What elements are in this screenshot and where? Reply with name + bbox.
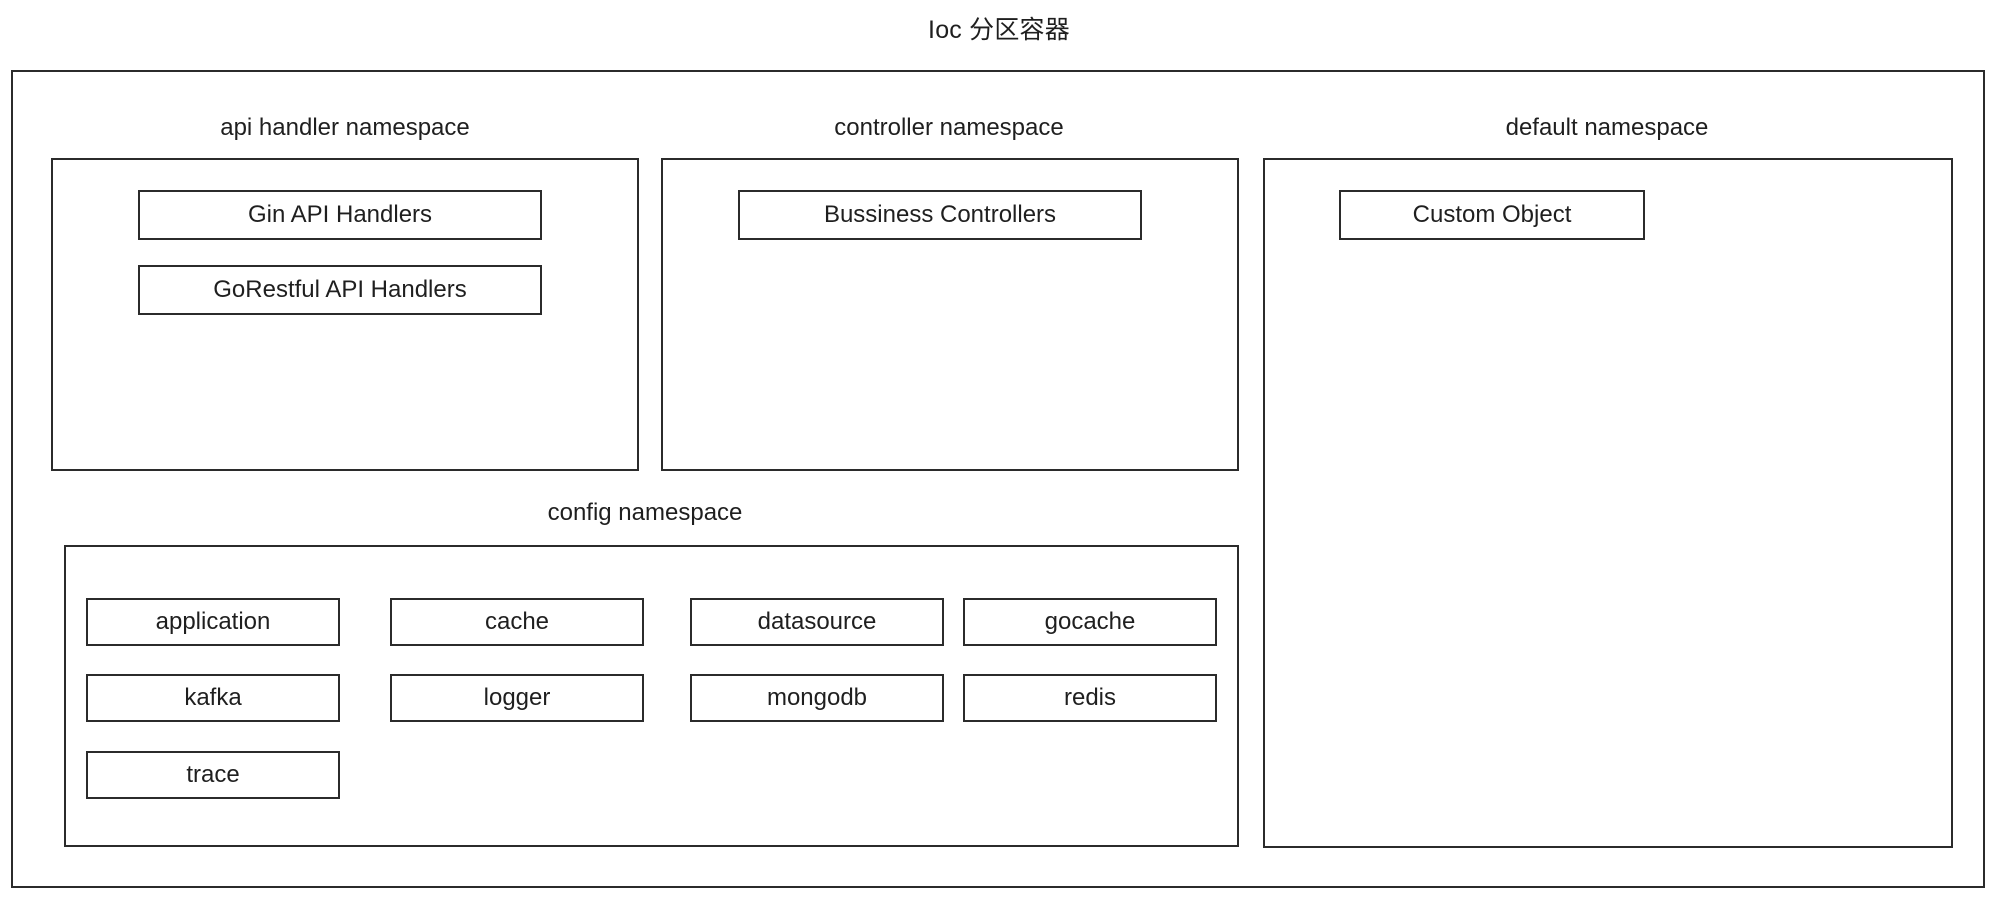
namespace-label-default: default namespace: [1505, 114, 1709, 141]
item-box-gorestful-api-handlers[interactable]: GoRestful API Handlers: [138, 265, 542, 315]
item-box-bussiness-controllers[interactable]: Bussiness Controllers: [738, 190, 1142, 240]
item-box-custom-object[interactable]: Custom Object: [1339, 190, 1645, 240]
namespace-label-config: config namespace: [547, 499, 743, 526]
item-box-mongodb[interactable]: mongodb: [690, 674, 944, 722]
item-box-gocache[interactable]: gocache: [963, 598, 1217, 646]
item-box-trace[interactable]: trace: [86, 751, 340, 799]
diagram-title: Ioc 分区容器: [928, 16, 1070, 44]
item-box-logger[interactable]: logger: [390, 674, 644, 722]
namespace-label-controller: controller namespace: [834, 114, 1064, 141]
item-box-redis[interactable]: redis: [963, 674, 1217, 722]
namespace-label-api-handler: api handler namespace: [220, 114, 470, 141]
namespace-panel-default: [1263, 158, 1953, 848]
item-box-datasource[interactable]: datasource: [690, 598, 944, 646]
item-box-gin-api-handlers[interactable]: Gin API Handlers: [138, 190, 542, 240]
item-box-application[interactable]: application: [86, 598, 340, 646]
item-box-cache[interactable]: cache: [390, 598, 644, 646]
item-box-kafka[interactable]: kafka: [86, 674, 340, 722]
